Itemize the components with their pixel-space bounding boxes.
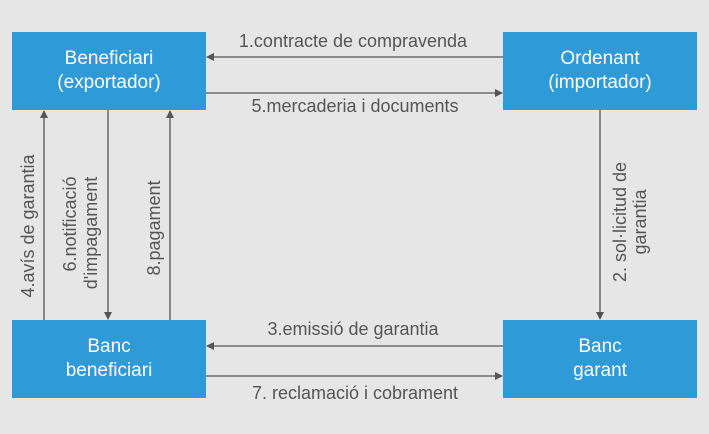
label-2-line1: 2. sol·licitud de bbox=[610, 162, 630, 282]
node-banc-beneficiari: Banc beneficiari bbox=[12, 320, 206, 398]
label-4: 4.avís de garantia bbox=[18, 153, 38, 297]
node-ordenant: Ordenant (importador) bbox=[503, 32, 697, 110]
label-3: 3.emissió de garantia bbox=[267, 319, 439, 339]
node-ordenant-line1: Ordenant bbox=[560, 48, 640, 69]
node-beneficiari-line2: (exportador) bbox=[57, 72, 161, 93]
label-1: 1.contracte de compravenda bbox=[239, 31, 468, 51]
label-6-line1: 6.notificació bbox=[60, 176, 80, 271]
node-banc-garant-line2: garant bbox=[573, 360, 627, 381]
node-banc-beneficiari-line2: beneficiari bbox=[65, 360, 153, 381]
label-8: 8.pagament bbox=[144, 180, 164, 275]
node-ordenant-line2: (importador) bbox=[548, 72, 652, 93]
node-banc-garant: Banc garant bbox=[503, 320, 697, 398]
label-6-line2: d'impagament bbox=[81, 177, 101, 290]
node-beneficiari: Beneficiari (exportador) bbox=[12, 32, 206, 110]
node-banc-garant-line1: Banc bbox=[578, 336, 622, 357]
node-banc-beneficiari-line1: Banc bbox=[87, 336, 131, 357]
label-5: 5.mercaderia i documents bbox=[251, 96, 458, 116]
node-beneficiari-line1: Beneficiari bbox=[64, 48, 154, 69]
label-7: 7. reclamació i cobrament bbox=[252, 383, 458, 403]
label-2-line2: garantia bbox=[630, 188, 650, 254]
